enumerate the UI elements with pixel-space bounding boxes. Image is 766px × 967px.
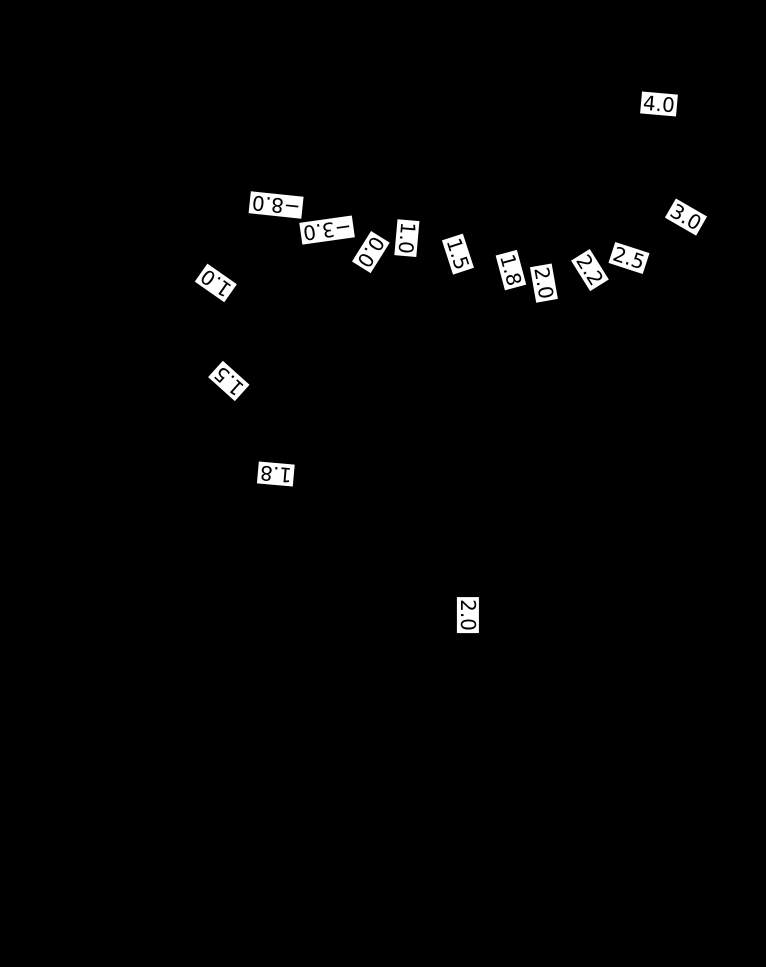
contour-label: −8.0 [248,190,304,220]
contour-label: 1.0 [194,263,237,303]
contour-label: 1.5 [441,233,475,275]
contour-label: 2.5 [608,241,650,275]
contour-label: −3.0 [299,214,355,246]
contour-label: 4.0 [640,90,678,118]
contour-label: 1.8 [257,460,295,488]
contour-label: 2.0 [529,263,559,303]
contour-label: 0.0 [352,230,390,274]
contour-label: 3.0 [664,198,707,236]
contour-label: 1.0 [393,219,421,257]
contour-label: 2.2 [571,248,609,292]
contour-label: 2.0 [455,597,480,633]
contour-label: 1.5 [208,360,250,402]
contour-label: 1.8 [495,249,527,291]
